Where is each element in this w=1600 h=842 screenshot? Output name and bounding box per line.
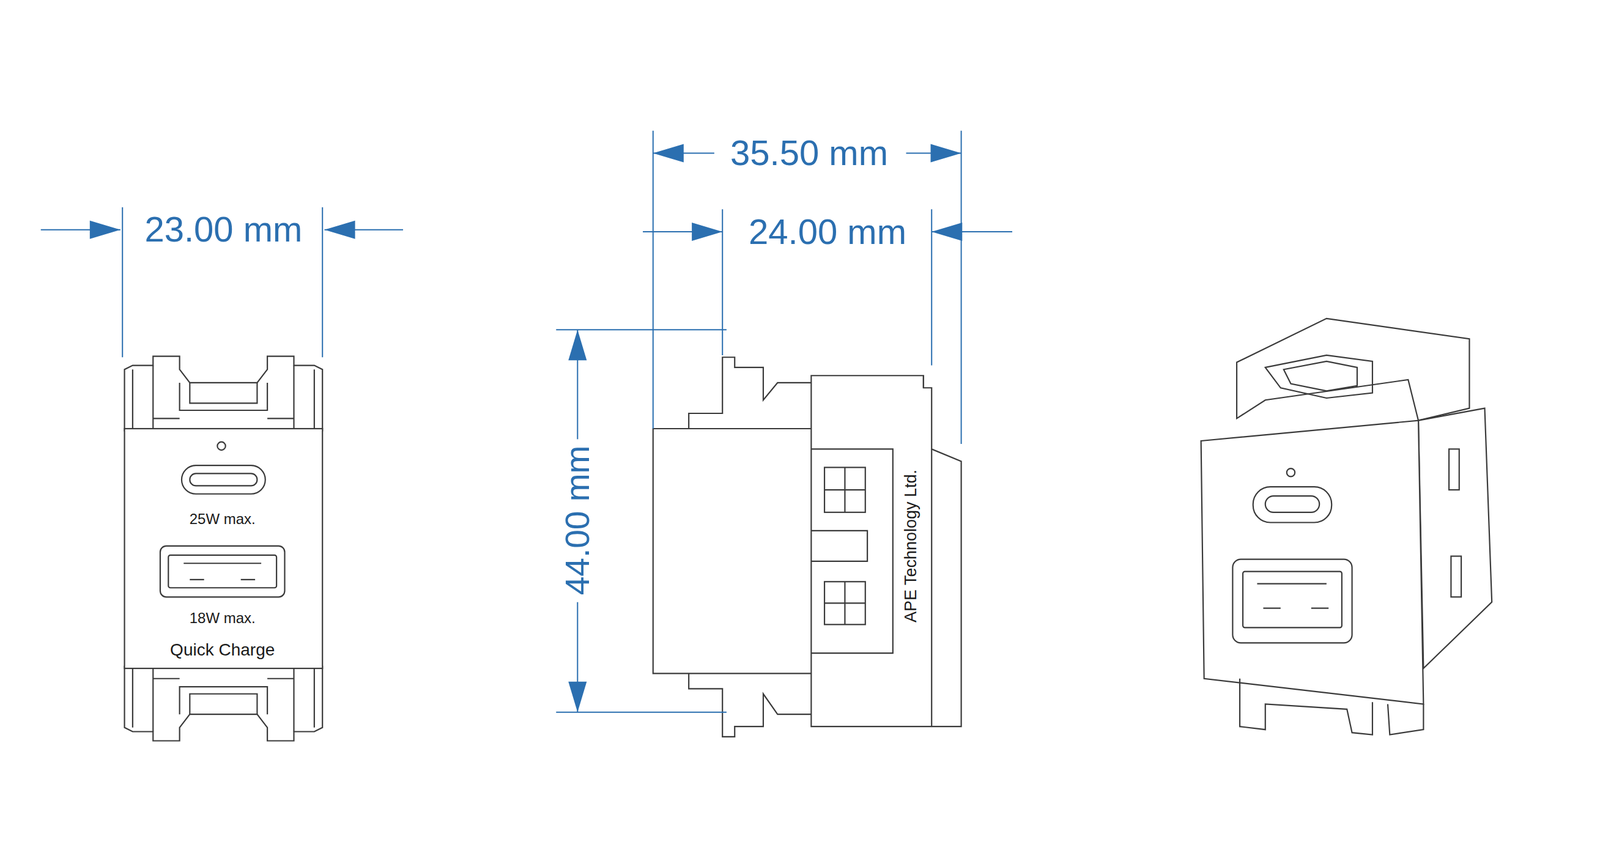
isometric-view-part bbox=[1265, 355, 1373, 399]
dimension-label: 24.00 mm bbox=[742, 212, 913, 252]
isometric-view-part bbox=[1450, 556, 1462, 598]
product-text: Quick Charge bbox=[170, 640, 275, 660]
front-view-part bbox=[181, 465, 266, 495]
isometric-view-part bbox=[1265, 496, 1320, 513]
arrowheads-part bbox=[653, 144, 684, 163]
front-view-part bbox=[168, 555, 277, 588]
side-view-part bbox=[824, 581, 866, 625]
dimension-lines-part bbox=[555, 329, 727, 713]
arrowheads-part bbox=[89, 220, 121, 240]
port-rating: 25W max. bbox=[189, 511, 256, 528]
dimension-label: 23.00 mm bbox=[138, 209, 309, 249]
dimension-lines-part bbox=[122, 207, 323, 358]
side-view-part bbox=[811, 375, 961, 727]
arrowheads-part bbox=[568, 329, 587, 361]
dimension-label: 44.00 mm bbox=[559, 439, 597, 602]
port-rating: 18W max. bbox=[189, 610, 256, 627]
front-view-part bbox=[217, 442, 226, 451]
arrowheads-part bbox=[930, 144, 962, 163]
arrowheads-part bbox=[568, 681, 587, 713]
front-view-part bbox=[183, 563, 262, 580]
side-view-part bbox=[688, 357, 812, 429]
side-view-part bbox=[824, 581, 866, 625]
isometric-view-part bbox=[1387, 703, 1424, 735]
front-view-part bbox=[189, 473, 257, 486]
isometric-view-part bbox=[1232, 559, 1352, 644]
side-view-part bbox=[811, 530, 868, 562]
arrowheads-part bbox=[931, 222, 963, 241]
isometric-view-part bbox=[1201, 420, 1424, 705]
side-view-part bbox=[653, 428, 812, 674]
front-view bbox=[124, 356, 323, 742]
arrowheads bbox=[89, 144, 963, 713]
dimension-lines bbox=[40, 130, 1013, 713]
front-view-part bbox=[124, 356, 323, 432]
front-view-part bbox=[124, 428, 323, 669]
front-view-part bbox=[160, 546, 286, 597]
arrowheads-part bbox=[691, 222, 723, 241]
front-view-part bbox=[124, 666, 323, 742]
isometric-view-part bbox=[1242, 571, 1342, 629]
isometric-view-part bbox=[1239, 678, 1373, 736]
arrowheads-part bbox=[324, 220, 356, 240]
side-view-part bbox=[688, 673, 812, 737]
dimension-lines-part bbox=[722, 209, 932, 366]
isometric-view-part bbox=[1448, 448, 1460, 490]
dimension-lines-part bbox=[653, 130, 962, 445]
isometric-view-part bbox=[1286, 468, 1295, 477]
isometric-view-part bbox=[1256, 584, 1329, 609]
isometric-view-part bbox=[1418, 408, 1492, 669]
side-view-part bbox=[824, 467, 866, 512]
isometric-view bbox=[1201, 318, 1492, 736]
dimension-label: 35.50 mm bbox=[724, 133, 895, 173]
isometric-view-part bbox=[1236, 318, 1470, 421]
side-view-part bbox=[824, 467, 866, 512]
side-view bbox=[653, 357, 962, 738]
side-view-part bbox=[811, 375, 932, 727]
manufacturer-text: APE Technology Ltd. bbox=[902, 469, 921, 623]
isometric-view-part bbox=[1253, 486, 1332, 523]
